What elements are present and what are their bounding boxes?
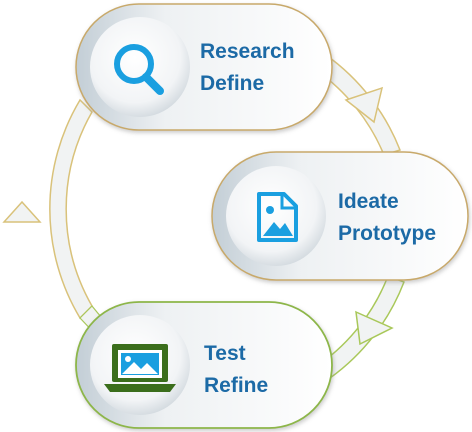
icon-disc — [90, 17, 190, 117]
image-file-icon — [257, 192, 298, 242]
arrowhead-to-research — [2, 200, 42, 223]
ring-segment-left — [49, 98, 93, 320]
step-ideate-prototype — [211, 151, 469, 281]
icon-disc — [226, 166, 326, 266]
step-ideate-line2: Prototype — [338, 222, 436, 245]
arrowheads — [2, 86, 394, 346]
magnifier-icon — [114, 44, 164, 95]
arrowhead-to-ideate — [344, 86, 384, 124]
step-test-line1: Test — [204, 342, 246, 365]
step-test-line2: Refine — [204, 374, 268, 397]
arrowhead-to-test — [355, 310, 394, 346]
step-research-line1: Research — [200, 40, 295, 63]
step-research-define — [75, 3, 333, 131]
laptop-image-icon — [104, 344, 176, 392]
step-research-line2: Define — [200, 72, 264, 95]
step-ideate-line1: Ideate — [338, 190, 399, 213]
